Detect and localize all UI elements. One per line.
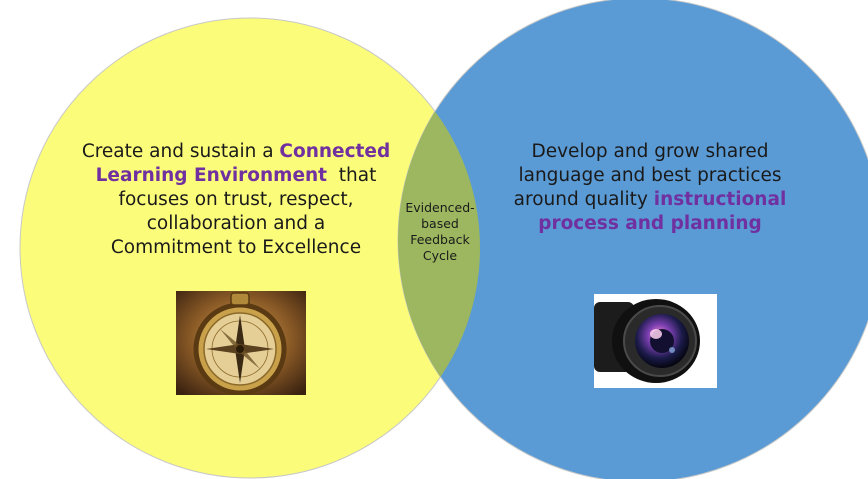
left-line-1: Create and sustain a Connected (78, 140, 394, 164)
left-line-5: Commitment to Excellence (110, 237, 362, 258)
left-circle-text: Create and sustain a Connected Learning … (78, 140, 394, 260)
left-line-2: Learning Environment that (78, 164, 394, 188)
left-line-1-plain: Create and sustain a (81, 141, 280, 162)
right-line-1: Develop and grow shared (531, 141, 769, 162)
learning-environment-highlight: Learning Environment (95, 165, 327, 186)
overlap-line-2: based (421, 216, 459, 231)
instructional-highlight: instructional (653, 189, 787, 210)
camera-lens-icon (594, 294, 717, 388)
left-line-2-plain: that (327, 165, 377, 186)
right-line-3: around quality instructional (505, 188, 795, 212)
left-line-4: collaboration and a (146, 213, 326, 234)
overlap-line-4: Cycle (422, 248, 458, 263)
overlap-line-1: Evidenced- (405, 200, 475, 215)
right-line-2: language and best practices (518, 165, 782, 186)
left-line-3: focuses on trust, respect, (118, 189, 354, 210)
compass-icon (176, 291, 306, 395)
connected-highlight: Connected (279, 141, 391, 162)
process-planning-highlight: process and planning (538, 213, 762, 234)
right-circle-text: Develop and grow shared language and bes… (505, 140, 795, 236)
overlap-line-3: Feedback (410, 232, 470, 247)
right-line-3-plain: around quality (513, 189, 654, 210)
overlap-text: Evidenced- based Feedback Cycle (397, 200, 483, 264)
